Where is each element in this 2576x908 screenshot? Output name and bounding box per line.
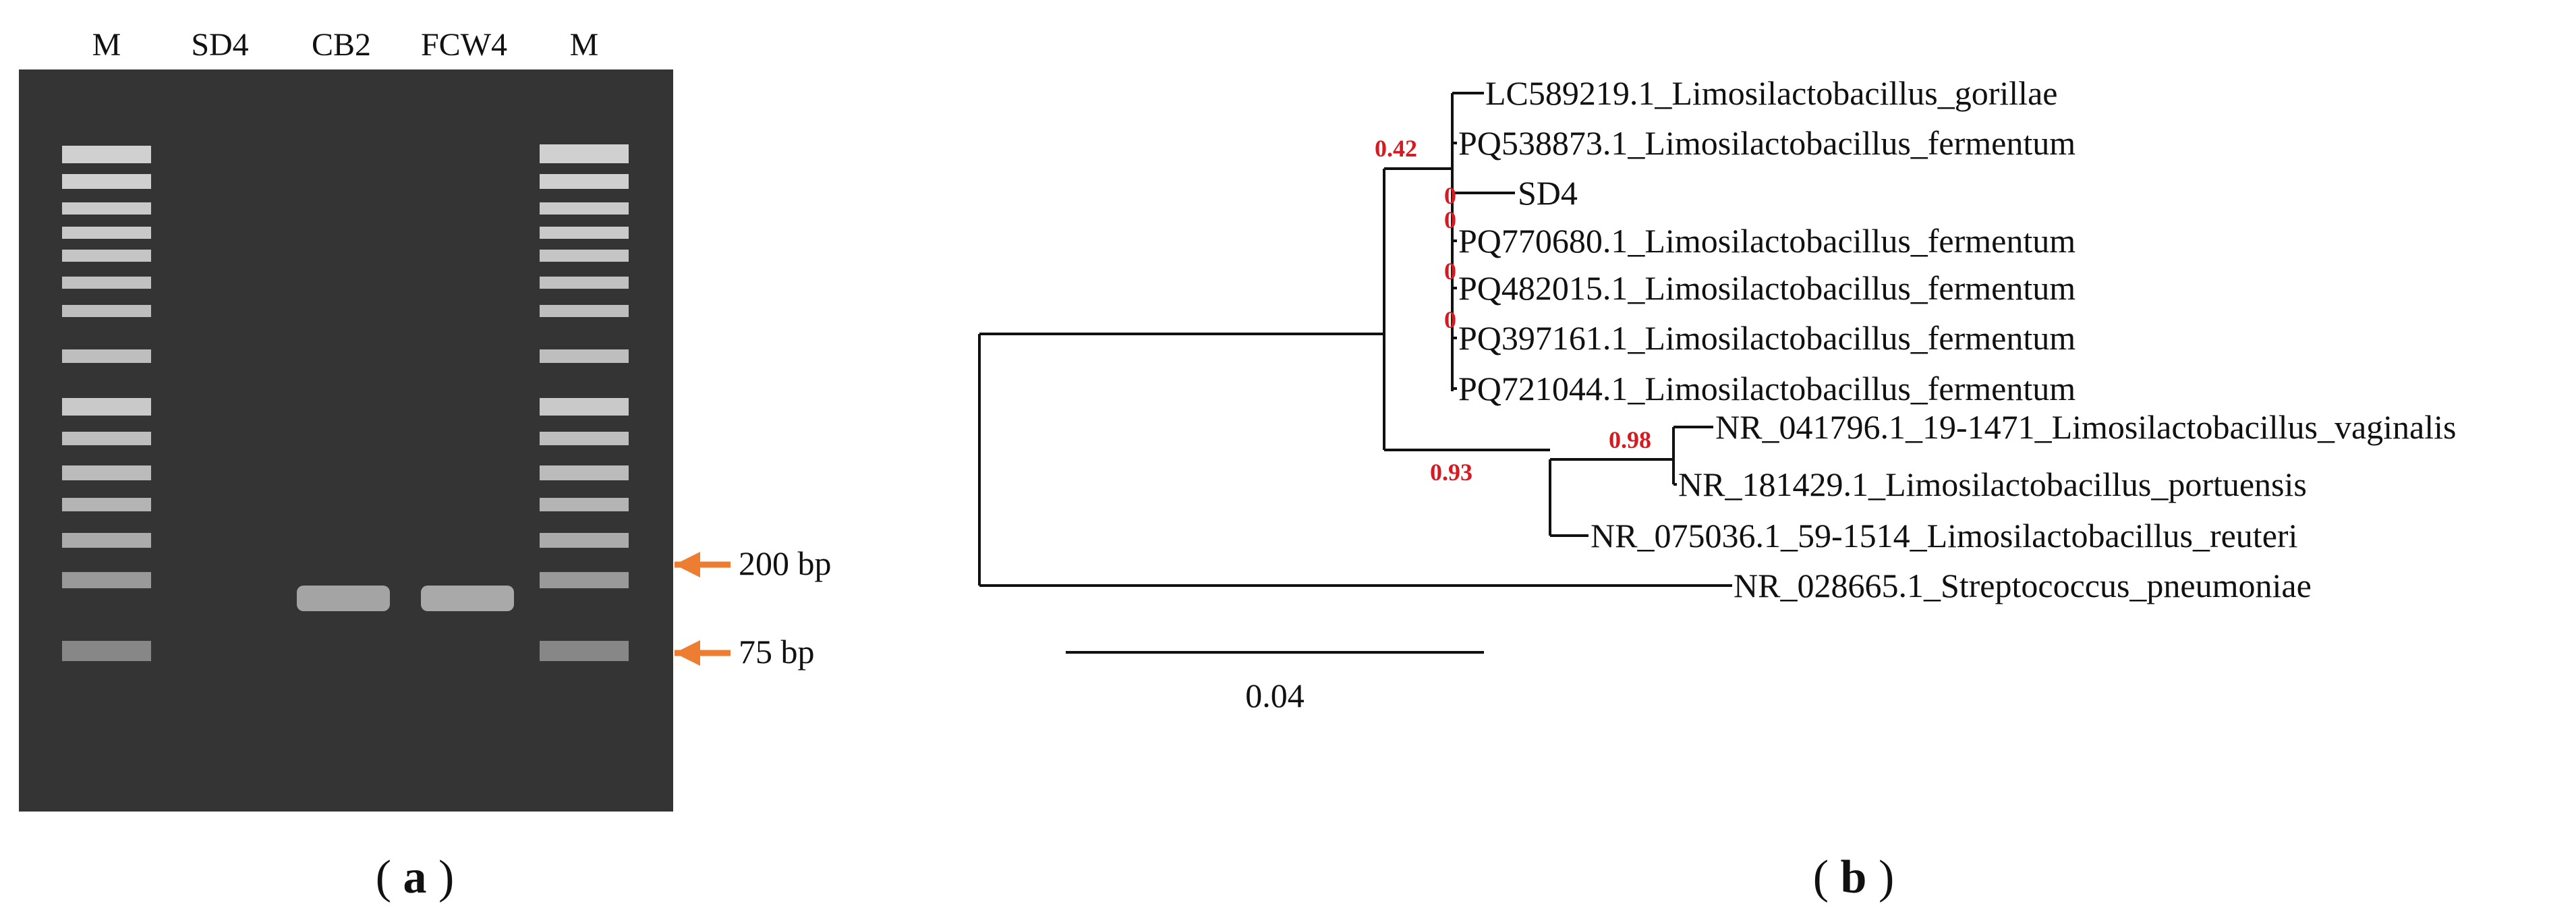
panel-b: LC589219.1_Limosilactobacillus_gorillae … [978, 74, 2457, 903]
ladder-band [540, 533, 629, 548]
support-value-node-3: 0 [1444, 258, 1456, 285]
leaf-label-portuensis: NR_181429.1_Limosilactobacillus_portuens… [1678, 465, 2307, 503]
sample-band-fcw4 [421, 586, 514, 611]
ladder-band [62, 465, 151, 480]
leaf-label-pq397161: PQ397161.1_Limosilactobacillus_fermentum [1458, 319, 2076, 357]
lane-label-m-left: M [92, 27, 121, 63]
lane-label-cb2: CB2 [312, 27, 371, 63]
leaf-label-gorillae: LC589219.1_Limosilactobacillus_gorillae [1485, 74, 2057, 112]
ladder-band [62, 432, 151, 445]
ladder-band [540, 432, 629, 445]
ladder-band [540, 398, 629, 416]
leaf-label-pq538873: PQ538873.1_Limosilactobacillus_fermentum [1458, 124, 2076, 162]
leaf-label-reuteri: NR_075036.1_59-1514_Limosilactobacillus_… [1591, 517, 2297, 555]
support-value-fermentum-clade: 0.42 [1375, 135, 1417, 162]
leaf-label-pq721044: PQ721044.1_Limosilactobacillus_fermentum [1458, 370, 2076, 407]
ladder-band [540, 572, 629, 588]
arrow-head [675, 552, 700, 577]
ladder-band [540, 465, 629, 480]
ladder-band [540, 498, 629, 511]
ladder-band [62, 349, 151, 363]
support-value-node-2: 0 [1444, 206, 1456, 233]
ladder-lane-left [62, 146, 151, 661]
size-label-75bp: 75 bp [739, 633, 815, 671]
panel-label-b-close: ) [1879, 851, 1894, 903]
panel-label-a-open: ( [376, 851, 391, 903]
ladder-band [540, 144, 629, 163]
support-values: 0.42 0 0 0 0 0.98 0.93 [1375, 135, 1651, 486]
ladder-band [62, 533, 151, 548]
leaf-label-vaginalis: NR_041796.1_19-1471_Limosilactobacillus_… [1715, 408, 2457, 446]
ladder-band [62, 641, 151, 661]
ladder-band [62, 572, 151, 588]
panel-label-b-letter: b [1841, 851, 1867, 903]
ladder-band [62, 398, 151, 416]
ladder-band [540, 641, 629, 661]
ladder-band [540, 174, 629, 189]
ladder-band [62, 498, 151, 511]
ladder-band [62, 305, 151, 317]
tree-leaves: LC589219.1_Limosilactobacillus_gorillae … [1458, 74, 2457, 604]
support-value-reuteri-group: 0.93 [1430, 459, 1472, 486]
panel-label-a: ( a ) [376, 851, 455, 903]
tree-branches [978, 92, 1732, 587]
support-value-vaginalis-node: 0.98 [1609, 426, 1651, 453]
ladder-band [540, 202, 629, 215]
panel-label-a-letter: a [403, 851, 427, 903]
marker-arrow-75bp [675, 640, 731, 666]
scale-bar: 0.04 [1066, 651, 1484, 714]
panel-label-b: ( b ) [1813, 851, 1895, 903]
panel-a: M SD4 CB2 FCW4 M [19, 27, 832, 903]
ladder-band [540, 305, 629, 317]
ladder-band [62, 227, 151, 239]
scale-bar-label: 0.04 [1245, 677, 1305, 714]
panel-label-b-open: ( [1813, 851, 1829, 903]
size-label-200bp: 200 bp [739, 544, 832, 582]
leaf-label-pq482015: PQ482015.1_Limosilactobacillus_fermentum [1458, 269, 2076, 307]
ladder-band [540, 349, 629, 363]
ladder-band [62, 146, 151, 163]
ladder-band [62, 202, 151, 215]
marker-arrow-200bp [675, 552, 731, 577]
ladder-band [62, 174, 151, 189]
ladder-band [540, 277, 629, 289]
ladder-band [540, 250, 629, 262]
support-value-node-1: 0 [1444, 182, 1456, 209]
lane-label-sd4: SD4 [191, 27, 248, 63]
leaf-label-sd4: SD4 [1518, 174, 1578, 212]
leaf-label-pq770680: PQ770680.1_Limosilactobacillus_fermentum [1458, 222, 2076, 260]
arrow-head [675, 640, 700, 666]
leaf-label-pneumoniae: NR_028665.1_Streptococcus_pneumoniae [1734, 567, 2312, 604]
lane-label-fcw4: FCW4 [421, 27, 507, 63]
sample-band-cb2 [297, 586, 390, 611]
lane-label-m-right: M [570, 27, 599, 63]
ladder-band [62, 250, 151, 262]
ladder-band [540, 227, 629, 239]
support-value-node-4: 0 [1444, 306, 1456, 333]
ladder-band [62, 277, 151, 289]
panel-label-a-close: ) [438, 851, 454, 903]
ladder-lane-right [540, 144, 629, 661]
